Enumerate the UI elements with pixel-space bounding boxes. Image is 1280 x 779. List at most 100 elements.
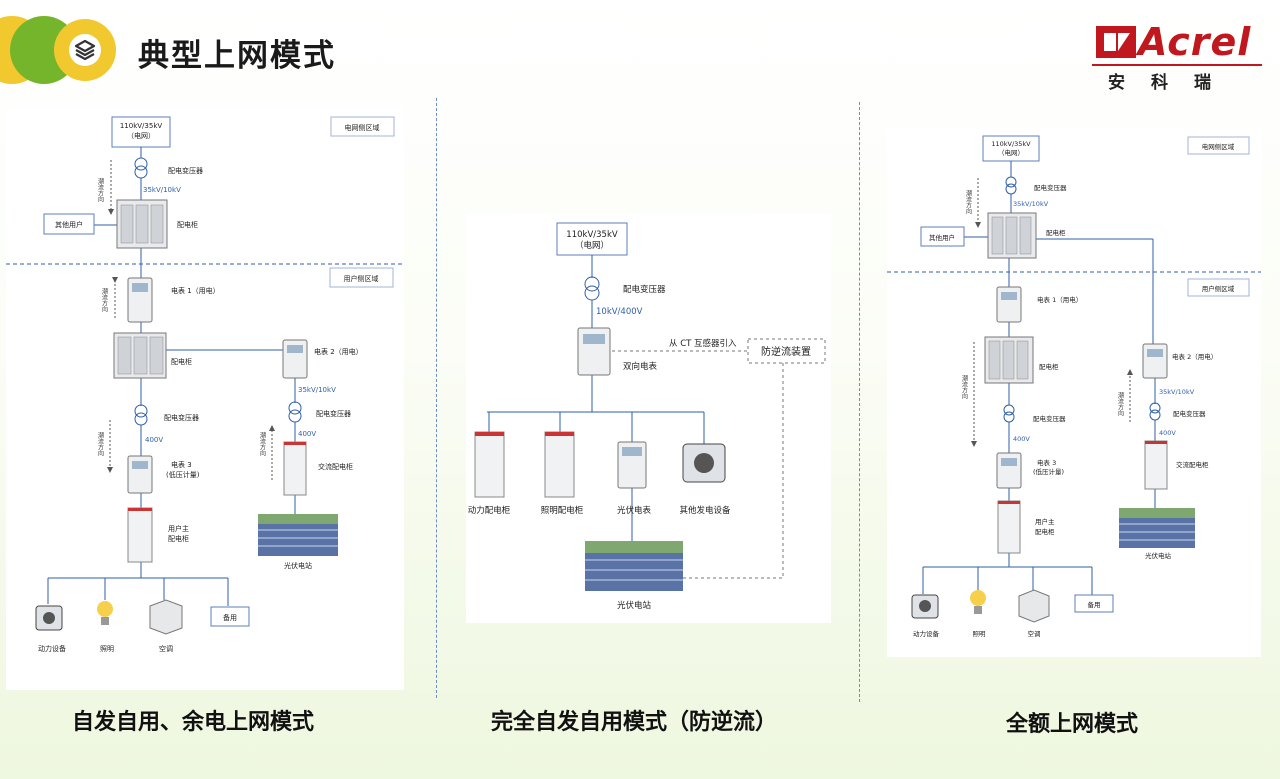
d1-transformer2: 配电变压器 xyxy=(316,409,351,418)
d2-meter: 双向电表 xyxy=(623,361,658,372)
d2-voltage: 10kV/400V xyxy=(596,307,643,317)
diagram-2 xyxy=(487,222,826,579)
aircon-icon xyxy=(149,599,183,635)
d3-source-l2: （电网） xyxy=(998,148,1024,157)
d3-meter3-l2: (低压计量) xyxy=(1033,467,1064,476)
ac-cabinet-device xyxy=(283,441,307,496)
d3-transformer2: 配电变压器 xyxy=(1173,409,1206,418)
d1-source-l1: 110kV/35kV xyxy=(120,122,163,130)
d1-load-2: 照明 xyxy=(100,645,114,653)
switchgear-1 xyxy=(116,199,168,249)
page-title: 典型上网模式 xyxy=(138,38,336,74)
d3-main-cabinet-device xyxy=(997,500,1021,554)
switchgear-2 xyxy=(113,332,167,379)
d1-load-3: 空调 xyxy=(159,644,173,653)
d3-pv-array xyxy=(1119,508,1195,548)
grid-source-box xyxy=(111,116,171,148)
d3-pv: 光伏电站 xyxy=(1145,551,1172,560)
d2-lighting-cabinet xyxy=(544,431,575,498)
diagram-3-flow-arrows xyxy=(971,178,1133,447)
d3-load-4: 备用 xyxy=(1088,600,1101,609)
d3-meter2: 电表 2（用电） xyxy=(1172,352,1217,361)
d3-meter-2-device xyxy=(1142,343,1168,379)
d1-transformer-label: 配电变压器 xyxy=(168,166,203,175)
user-region-box xyxy=(329,267,394,288)
diagram-panel-3 xyxy=(887,127,1261,657)
d1-source-l2: （电网） xyxy=(127,131,155,140)
d2-branch-1: 动力配电柜 xyxy=(468,505,511,516)
d3-bulb-icon xyxy=(970,590,986,614)
meter-3-device xyxy=(127,455,153,494)
logo-subtitle: 安科瑞 xyxy=(1108,73,1237,93)
anti-backflow-box xyxy=(747,338,826,364)
grid-region-box xyxy=(330,116,395,137)
d3-switchgear-2 xyxy=(984,336,1034,384)
d3-flow-labels: 潮流方向 潮流方向 潮流方向 xyxy=(961,189,1124,416)
d3-meter3-l1: 电表 3 xyxy=(1037,458,1056,467)
column-divider-2 xyxy=(859,102,860,702)
other-user-box xyxy=(43,213,95,235)
layers-icon xyxy=(54,19,116,81)
d1-ac-cabinet: 交流配电柜 xyxy=(318,462,353,471)
d3-main-cabinet-l2: 配电柜 xyxy=(1035,527,1055,536)
d1-other-user: 其他用户 xyxy=(55,220,83,229)
d3-flow-3: 潮流方向 xyxy=(1117,391,1124,416)
d1-flow-1: 潮流方向 xyxy=(97,177,104,202)
bulb-icon xyxy=(97,601,113,625)
main-cabinet-device xyxy=(127,507,153,563)
d3-meter1: 电表 1（用电） xyxy=(1037,295,1082,304)
pv-array-1 xyxy=(258,514,338,556)
d1-v400a: 400V xyxy=(145,436,163,444)
d3-cabinet2: 配电柜 xyxy=(1039,362,1059,371)
d3-user-region-box xyxy=(1187,278,1250,297)
d3-flow-2: 潮流方向 xyxy=(961,374,968,399)
d3-load-3: 空调 xyxy=(1028,629,1041,638)
d3-cabinet: 配电柜 xyxy=(1046,228,1066,237)
acrel-logo: Acrel 安科瑞 xyxy=(1090,20,1262,94)
d3-v-pv: 35kV/10kV xyxy=(1159,388,1195,396)
d3-aircon-icon xyxy=(1018,589,1050,623)
d3-transformer3: 配电变压器 xyxy=(1033,414,1066,423)
logo-word: Acrel xyxy=(1138,20,1252,64)
d1-v400b: 400V xyxy=(298,430,316,438)
d2-source-l2: （电网） xyxy=(575,240,609,251)
d3-user-region: 用户侧区域 xyxy=(1202,284,1235,293)
d3-v1: 35kV/10kV xyxy=(1013,200,1049,208)
d1-v-pv: 35kV/10kV xyxy=(298,386,336,394)
caption-mode-1: 自发自用、余电上网模式 xyxy=(71,710,314,735)
d2-pv-array xyxy=(585,541,683,591)
d2-source-l1: 110kV/35kV xyxy=(566,230,618,240)
d3-meter-3-device xyxy=(996,452,1022,489)
d1-transformer3: 配电变压器 xyxy=(164,413,199,422)
d3-grid-region-box xyxy=(1187,136,1250,155)
d3-source-l1: 110kV/35kV xyxy=(991,140,1031,148)
d1-flow-2: 潮流方向 xyxy=(101,287,108,312)
d1-v1: 35kV/10kV xyxy=(143,186,181,194)
d2-branch-3: 光伏电表 xyxy=(617,505,652,516)
meter-1-device xyxy=(127,277,153,323)
d3-transformer: 配电变压器 xyxy=(1034,183,1067,192)
column-divider-1 xyxy=(436,98,437,698)
d1-meter2: 电表 2（用电） xyxy=(314,347,363,356)
logo-underline xyxy=(1092,64,1262,66)
d2-transformer: 配电变压器 xyxy=(623,284,666,295)
d3-switchgear-1 xyxy=(987,212,1037,259)
d1-load-4: 备用 xyxy=(223,613,237,622)
d3-grid-region: 电网侧区域 xyxy=(1202,142,1235,151)
d1-meter1: 电表 1（用电） xyxy=(171,286,220,295)
d3-meter-1-device xyxy=(996,286,1022,323)
diagram-3 xyxy=(887,135,1261,613)
d3-load-2: 照明 xyxy=(973,630,987,638)
d1-load-1: 动力设备 xyxy=(38,644,66,653)
d3-other-user-box xyxy=(920,226,965,247)
d2-generator-icon xyxy=(682,443,726,483)
caption-mode-3: 全额上网模式 xyxy=(1005,712,1138,737)
meter-2-device xyxy=(282,339,308,379)
d1-flow-labels: 潮流方向 潮流方向 潮流方向 潮流方向 xyxy=(97,177,266,456)
d1-meter3-l2: (低压计量) xyxy=(166,470,200,479)
d3-generator-icon xyxy=(911,594,939,619)
d3-v400a: 400V xyxy=(1013,435,1030,443)
diagram-1 xyxy=(6,116,404,627)
d2-pv-meter xyxy=(617,441,647,489)
